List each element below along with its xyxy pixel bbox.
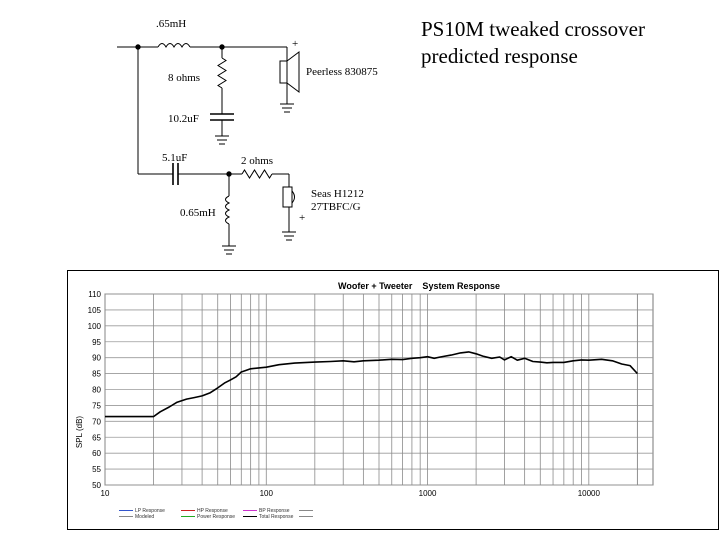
y-tick-label: 55 <box>92 465 101 474</box>
x-tick-label: 100 <box>260 489 274 498</box>
title-line-2: predicted response <box>421 44 578 68</box>
chart-title: Woofer + Tweeter System Response <box>338 281 500 291</box>
system-response-chart: Woofer + Tweeter System Response SPL (dB… <box>67 270 719 530</box>
title-line-1: PS10M tweaked crossover <box>421 17 645 41</box>
woofer-inductor <box>157 43 191 49</box>
tweeter-plus-label: + <box>299 212 305 224</box>
y-tick-label: 95 <box>92 338 101 347</box>
tweeter-resistor <box>241 169 273 179</box>
tweeter-driver-label-2: 27TBFC/G <box>311 201 361 213</box>
woofer-driver-magnet <box>279 60 288 84</box>
x-tick-label: 1000 <box>419 489 437 498</box>
tweeter-driver-label-1: Seas H1212 <box>311 188 364 200</box>
legend-label: HP Response <box>197 508 228 514</box>
y-tick-label: 105 <box>88 306 102 315</box>
woofer-plus-label: + <box>292 38 298 50</box>
woofer-driver-label: Peerless 830875 <box>306 66 378 78</box>
tweeter-inductor-label: 0.65mH <box>180 207 216 219</box>
chart-grid <box>104 293 654 486</box>
y-tick-label: 80 <box>92 386 101 395</box>
y-tick-label: 100 <box>88 322 102 331</box>
crossover-schematic: .65mH 8 ohms 10.2uF + Peerless 830875 5.… <box>117 18 378 255</box>
tweeter-capacitor-label: 5.1uF <box>162 152 187 164</box>
series-line-total-response <box>105 351 638 418</box>
y-tick-label: 60 <box>92 449 101 458</box>
y-tick-label: 110 <box>88 290 101 299</box>
legend-label: BP Response <box>259 508 290 514</box>
woofer-resistor-label: 8 ohms <box>168 72 200 84</box>
tweeter-resistor-label: 2 ohms <box>241 155 273 167</box>
tweeter-inductor <box>225 195 231 225</box>
y-tick-label: 75 <box>92 401 101 410</box>
chart-legend: LP Response HP Response BP ResponseModeled… <box>119 508 313 520</box>
y-tick-label: 70 <box>92 417 101 426</box>
legend-label: Total Response <box>259 514 294 520</box>
tweeter-driver-dome <box>291 190 295 204</box>
woofer-capacitor-label: 10.2uF <box>168 113 199 125</box>
legend-label: Power Response <box>197 514 235 520</box>
y-tick-label: 65 <box>92 433 101 442</box>
y-tick-label: 50 <box>92 481 101 490</box>
chart-series <box>105 351 638 418</box>
tweeter-driver <box>282 186 293 208</box>
legend-label: LP Response <box>135 508 165 514</box>
y-tick-label: 90 <box>92 354 101 363</box>
woofer-driver-cone <box>286 51 300 93</box>
y-tick-labels: 50 55 60 65 70 75 80 85 90 95 100 105 110 <box>88 290 102 490</box>
y-axis-label: SPL (dB) <box>75 416 84 448</box>
woofer-inductor-label: .65mH <box>156 18 186 30</box>
chart-frame <box>67 270 719 530</box>
woofer-resistor <box>217 57 227 89</box>
y-tick-label: 85 <box>92 370 101 379</box>
x-tick-labels: 10 100 1000 10000 <box>101 489 601 498</box>
title-text: PS10M tweaked crossover predicted respon… <box>421 16 711 70</box>
x-tick-label: 10000 <box>578 489 601 498</box>
x-tick-label: 10 <box>101 489 110 498</box>
legend-label: Modeled <box>135 514 154 520</box>
